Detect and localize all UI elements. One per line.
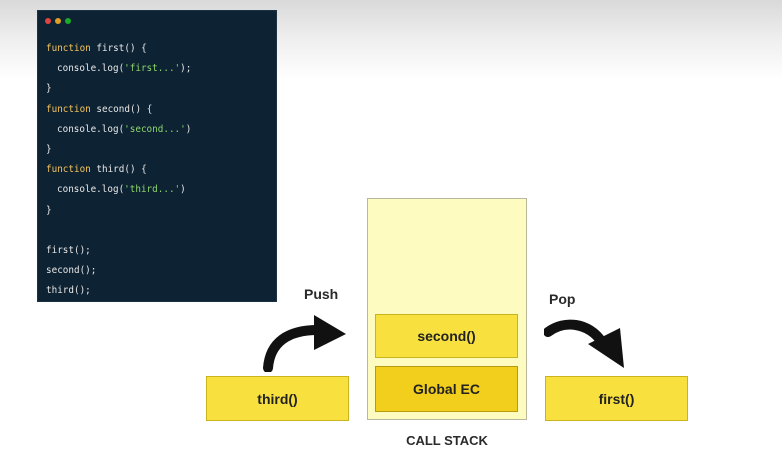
code-token: )	[180, 184, 186, 196]
code-line: second();	[46, 263, 272, 283]
curved-arrow-right-icon	[263, 315, 346, 372]
code-panel: function first() {console.log('first...'…	[37, 10, 277, 302]
code-token: console.log(	[57, 123, 125, 135]
code-token: )	[185, 123, 192, 135]
code-token: function	[46, 103, 97, 115]
push-label: Push	[304, 286, 339, 302]
minimize-dot-icon	[55, 18, 61, 24]
code-token: third() {	[96, 164, 147, 176]
code-line: function third() {	[46, 162, 272, 182]
code-line: first();	[46, 243, 272, 263]
code-token: function	[46, 43, 97, 54]
maximize-dot-icon	[65, 18, 71, 24]
curved-arrow-down-right-icon	[544, 319, 624, 368]
call-stack-label: CALL STACK	[406, 433, 488, 448]
code-line: function first() {	[46, 41, 272, 61]
pop-label: Pop	[549, 291, 576, 307]
code-line: }	[46, 142, 272, 162]
code-line: console.log('second...')	[46, 122, 272, 142]
code-token: }	[46, 83, 52, 95]
stack-frame-global-ec: Global EC	[375, 366, 518, 412]
popped-frame-first: first()	[545, 376, 688, 421]
window-controls	[45, 18, 71, 24]
code-token: console.log(	[57, 63, 125, 75]
code-token: 'third...'	[124, 184, 181, 196]
code-token: 'first...'	[124, 63, 181, 75]
stack-frame-second: second()	[375, 314, 518, 358]
code-line	[46, 223, 272, 243]
code-line: console.log('first...');	[46, 61, 272, 81]
close-dot-icon	[45, 18, 51, 24]
code-line: console.log('third...')	[46, 182, 272, 202]
code-token: }	[46, 143, 52, 155]
code-line: }	[46, 203, 272, 223]
code-token: }	[46, 204, 52, 216]
pushed-frame-third: third()	[206, 376, 349, 421]
code-token: second() {	[96, 103, 153, 115]
code-token: first() {	[96, 43, 147, 54]
code-token: function	[46, 164, 97, 176]
code-token: second();	[46, 265, 97, 277]
code-line: third();	[46, 283, 272, 303]
code-line: }	[46, 81, 272, 101]
code-token: console.log(	[57, 184, 125, 196]
code-token: );	[180, 63, 192, 75]
code-token: third();	[46, 285, 91, 297]
code-token: 'second...'	[124, 123, 186, 135]
code-token: first();	[46, 244, 91, 256]
code-block: function first() {console.log('first...'…	[46, 41, 272, 303]
code-line: function second() {	[46, 102, 272, 122]
